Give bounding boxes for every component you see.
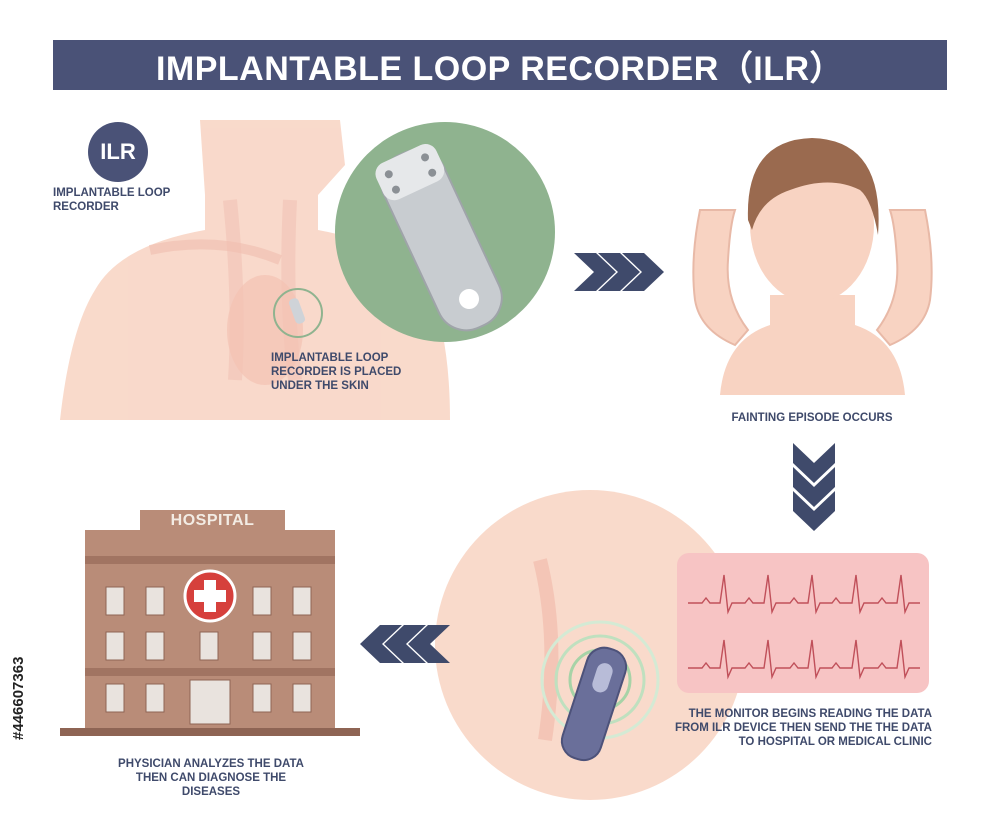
stock-id-watermark: #446607363 bbox=[6, 600, 30, 740]
page-title: IMPLANTABLE LOOP RECORDER（ILR） bbox=[155, 49, 845, 88]
stock-id-text: #446607363 bbox=[10, 656, 27, 740]
arrow-left-icon bbox=[360, 625, 450, 663]
hospital-sign: HOSPITAL bbox=[170, 512, 255, 529]
step1-caption: IMPLANTABLE LOOP RECORDER IS PLACED UNDE… bbox=[271, 352, 402, 392]
badge-caption: IMPLANTABLE LOOP RECORDER bbox=[53, 187, 171, 213]
fainting-person-illustration bbox=[692, 138, 933, 395]
title-banner: IMPLANTABLE LOOP RECORDER（ILR） bbox=[53, 40, 947, 90]
torso-illustration bbox=[60, 120, 450, 420]
ilr-badge: ILR bbox=[88, 122, 148, 182]
hospital-building bbox=[60, 510, 360, 736]
step2-caption: FAINTING EPISODE OCCURS bbox=[731, 412, 893, 424]
implant-site-marker bbox=[273, 288, 323, 338]
ilr-device-closeup bbox=[335, 122, 555, 342]
step3-caption: THE MONITOR BEGINS READING THE DATA FROM… bbox=[674, 708, 932, 748]
arrow-right-icon bbox=[574, 253, 664, 291]
chest-monitor-illustration bbox=[435, 490, 745, 800]
ecg-panel bbox=[677, 553, 929, 693]
arrow-down-icon bbox=[793, 443, 835, 531]
step4-caption: PHYSICIAN ANALYZES THE DATA THEN CAN DIA… bbox=[118, 758, 304, 798]
